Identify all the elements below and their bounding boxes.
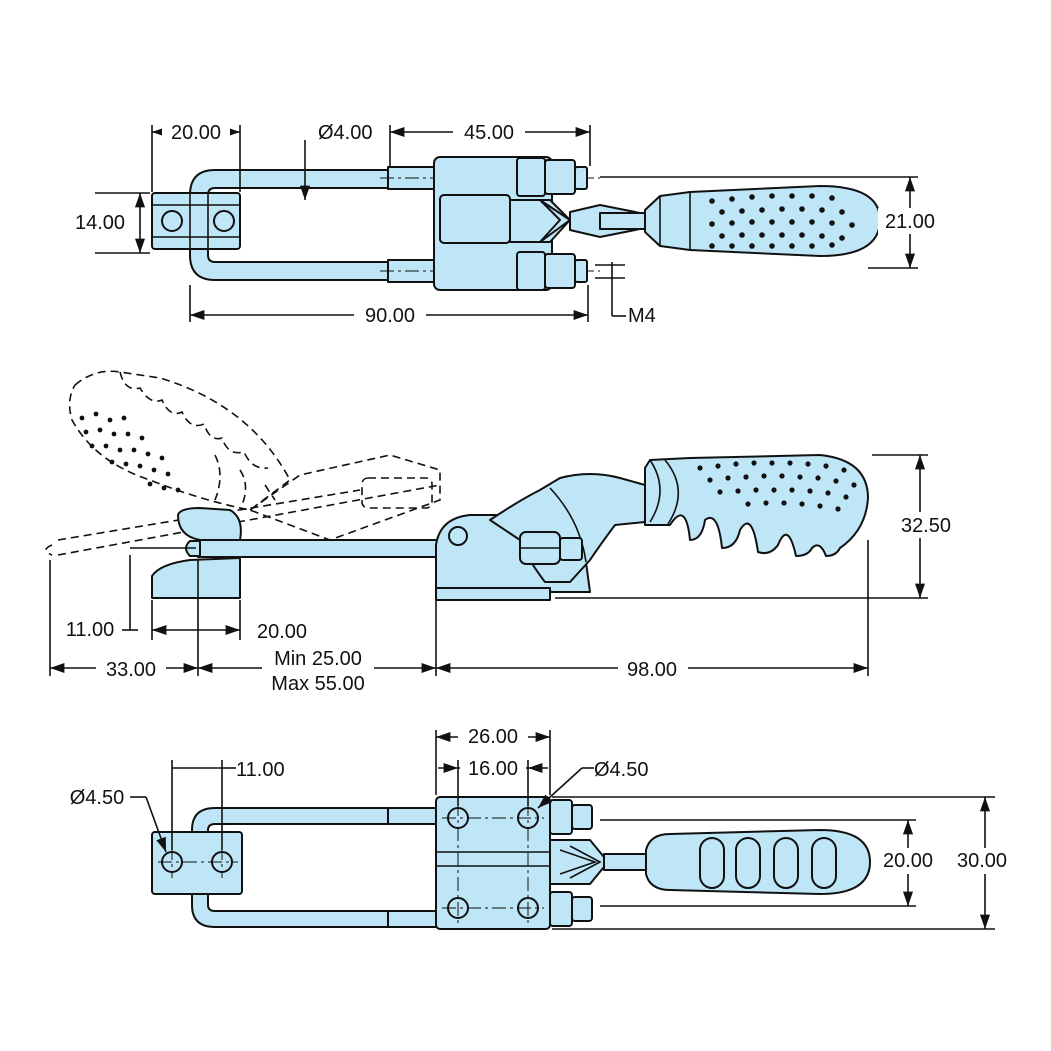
dim-side-max: Max 55.00	[271, 673, 364, 695]
dim-bottom-16: 16.00	[468, 758, 518, 780]
side-hook-tip	[177, 507, 242, 541]
dim-top-14: 14.00	[75, 212, 125, 234]
side-hook	[151, 557, 241, 599]
dim-bottom-hole-dia-left: Ø4.50	[70, 787, 124, 809]
dim-side-33: 33.00	[106, 659, 156, 681]
top-hook-block	[151, 192, 241, 250]
dim-bottom-11: 11.00	[236, 759, 285, 781]
dim-bottom-20: 20.00	[883, 850, 933, 872]
bottom-view: 26.00 16.00 Ø4.50 11.00 Ø4.50 20.00 30.0…	[70, 724, 1020, 930]
dim-bottom-hole-dia-right: Ø4.50	[594, 759, 648, 781]
dim-top-thread: M4	[628, 305, 656, 327]
dim-top-21: 21.00	[885, 211, 935, 233]
dim-side-98: 98.00	[627, 659, 677, 681]
dim-top-90: 90.00	[365, 305, 415, 327]
dim-top-pin-dia: Ø4.00	[318, 122, 372, 144]
side-handle	[644, 454, 869, 557]
dim-side-min: Min 25.00	[274, 648, 362, 670]
bottom-hook-block	[151, 831, 243, 895]
dim-top-20: 20.00	[171, 122, 221, 144]
dim-top-45: 45.00	[464, 122, 514, 144]
dim-bottom-30: 30.00	[957, 850, 1007, 872]
side-view: 32.50 11.00 20.00 33.00 Min 25.00 Max 55…	[45, 370, 959, 696]
top-handle-dots	[709, 193, 855, 249]
side-ghost-handle	[45, 370, 441, 556]
dim-bottom-26: 26.00	[468, 726, 518, 748]
top-view: 20.00 Ø4.00 45.00 14.00 90.00 21.00 M4	[75, 118, 944, 328]
dim-side-11: 11.00	[66, 619, 115, 641]
top-nut-lower	[516, 251, 546, 291]
side-handle-dots	[697, 460, 857, 512]
dim-side-32-5: 32.50	[901, 515, 951, 537]
top-nut-upper	[516, 157, 546, 197]
top-handle	[644, 185, 881, 257]
dim-side-20: 20.00	[257, 621, 307, 643]
